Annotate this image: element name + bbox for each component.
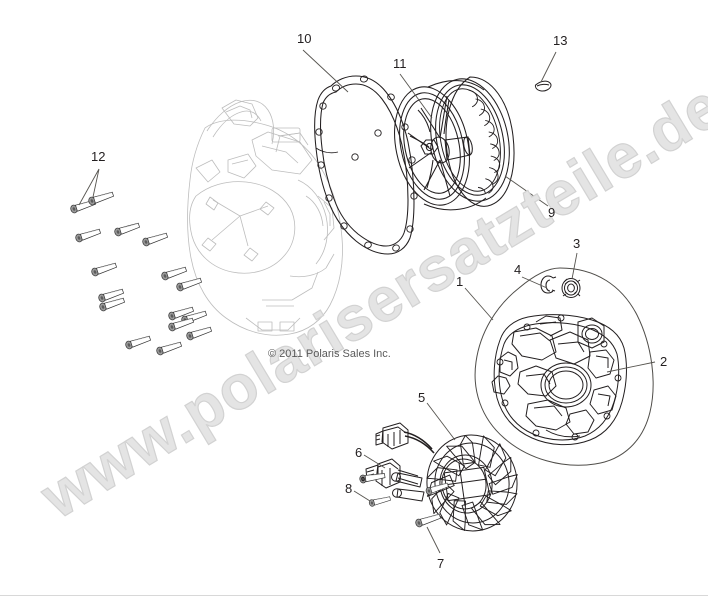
callout-7: 7 xyxy=(437,556,445,571)
woodruff-key xyxy=(534,80,552,92)
callout-10: 10 xyxy=(297,31,312,46)
engine-assembly-ghost xyxy=(187,99,343,336)
callout-6: 6 xyxy=(355,445,363,460)
cover-bolts xyxy=(69,189,213,357)
leader-lines xyxy=(78,49,656,554)
wiring-connector xyxy=(358,422,419,489)
callout-13: 13 xyxy=(553,33,568,48)
starter-ring-gear xyxy=(439,88,501,194)
callout-4: 4 xyxy=(514,262,522,277)
connector-screw xyxy=(368,494,392,508)
callout-3: 3 xyxy=(573,236,581,251)
callout-5: 5 xyxy=(418,390,426,405)
flywheel-rotor xyxy=(394,76,515,211)
callout-1: 1 xyxy=(456,274,464,289)
cover-assembly-balloon xyxy=(474,267,654,466)
callout-11: 11 xyxy=(393,56,407,71)
stator xyxy=(391,431,518,532)
callout-8: 8 xyxy=(345,481,353,496)
callout-2: 2 xyxy=(660,354,668,369)
callout-12: 12 xyxy=(91,149,106,164)
copyright-notice: © 2011 Polaris Sales Inc. xyxy=(268,348,391,360)
retaining-ring xyxy=(540,275,557,294)
crankcase-cover xyxy=(491,314,627,446)
callout-9: 9 xyxy=(548,205,556,220)
cover-gasket xyxy=(314,75,418,255)
bearing xyxy=(561,278,581,298)
